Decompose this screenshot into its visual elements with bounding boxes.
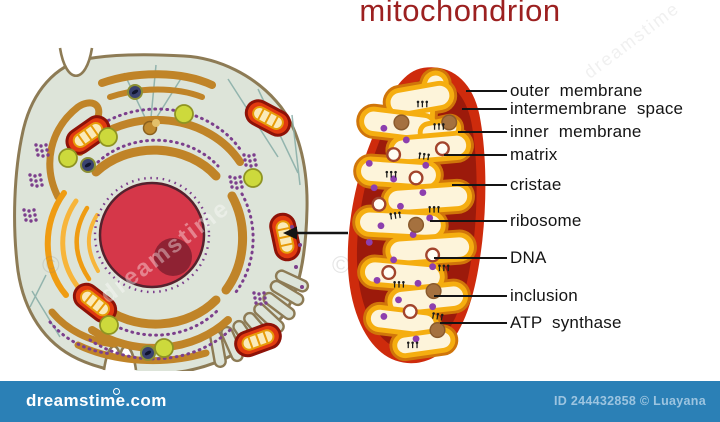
mito-inclusions [393, 114, 458, 339]
label-ribosome: ribosome [510, 211, 582, 230]
watermark-bar: dreamstime.com ID 244432858 © Luayana [0, 381, 720, 422]
nucleolus [154, 238, 192, 276]
label-cristae: cristae [510, 175, 562, 194]
label-outer-membrane: outer membrane [510, 81, 643, 100]
diagram-title: mitochondrion [359, 0, 561, 28]
diagram-stage: mitochondrion [13, 0, 684, 371]
mitochondrion-diagram [347, 67, 486, 364]
dreamstime-logo: dreamstime.com [26, 388, 167, 411]
image-credit: ID 244432858 © Luayana [553, 394, 706, 408]
logo-dot-icon [113, 388, 120, 395]
cell-illustration [13, 45, 310, 371]
dreamstime-logo-text: dreamstime.com [26, 391, 167, 410]
golgi-apparatus [44, 190, 100, 298]
label-atp-synthase: ATP synthase [510, 313, 622, 332]
label-intermembrane-space: intermembrane space [510, 99, 684, 118]
centriole [142, 119, 160, 136]
label-matrix: matrix [510, 145, 558, 164]
membrane-notch-top [58, 45, 94, 77]
watermark-copyright-mark: © [332, 252, 350, 279]
label-inner-membrane: inner membrane [510, 122, 642, 141]
watermark-copyright-mark: © [42, 252, 60, 279]
label-inclusion: inclusion [510, 286, 578, 305]
free-ribosomes [22, 143, 304, 306]
nucleus [93, 176, 211, 294]
watermark-ghost-text-2: dreamstime [580, 0, 684, 83]
mito-ribosomes [365, 124, 437, 343]
label-dna: DNA [510, 248, 547, 267]
